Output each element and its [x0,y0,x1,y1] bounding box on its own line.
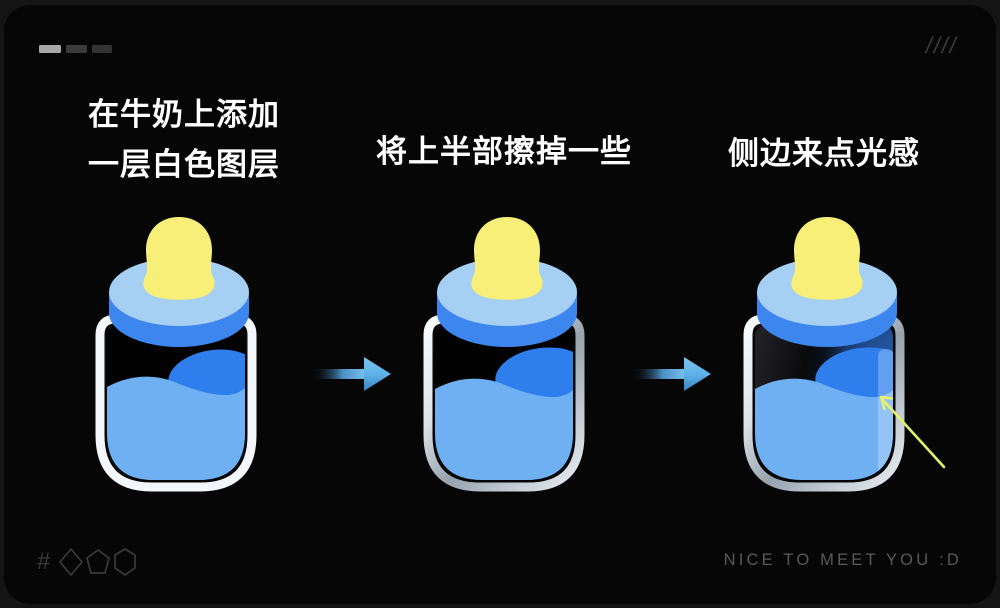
bottle-illustration-step3 [743,217,905,492]
progress-dash-3 [92,45,112,53]
footer-hash-icon: # [37,548,51,575]
hexagon-icon [114,548,137,576]
nipple-teat [791,217,863,300]
step1-title-line1: 在牛奶上添加 [88,97,280,132]
bottle-cap [757,217,897,347]
pentagon-icon [86,549,111,574]
step1-title-line2: 一层白色图层 [88,147,280,182]
milk-light-layer [435,378,573,480]
annotation-arrow-head [879,395,894,411]
progress-dash-1 [39,45,61,53]
milk-light-layer [755,378,893,480]
arrow-head [364,357,391,391]
milk-light-layer [107,376,245,480]
annotation-arrow-line [881,398,946,469]
step-arrow-2 [634,357,711,391]
step1-title: 在牛奶上添加 一层白色图层 [24,90,344,190]
footer-credit: NICE TO MEET YOU :D [723,551,962,569]
slide-background: //// 在牛奶上添加 一层白色图层 将上半部擦掉一些 侧边来点光感 [4,5,996,604]
progress-dash-2 [66,45,87,53]
bottle-cap [109,217,249,347]
footer-shape-icons [59,548,137,576]
step2-title: 将上半部擦掉一些 [376,134,632,169]
nipple-teat [471,217,543,300]
bottle-cap [437,217,577,347]
bottle-illustration-step2 [423,217,585,492]
footer-shapes-group: # [37,547,139,577]
step-arrow-1 [314,357,391,391]
arrow-head [684,357,711,391]
bottle-illustration-step1 [95,217,257,492]
side-light-highlight [878,349,893,480]
annotation-arrow [879,395,946,469]
slashes-decoration: //// [924,32,961,58]
arrow-tail [634,369,686,379]
diamond-icon [59,548,84,576]
nipple-teat [143,217,215,300]
arrow-tail [314,369,366,379]
step3-title: 侧边来点光感 [728,136,920,171]
